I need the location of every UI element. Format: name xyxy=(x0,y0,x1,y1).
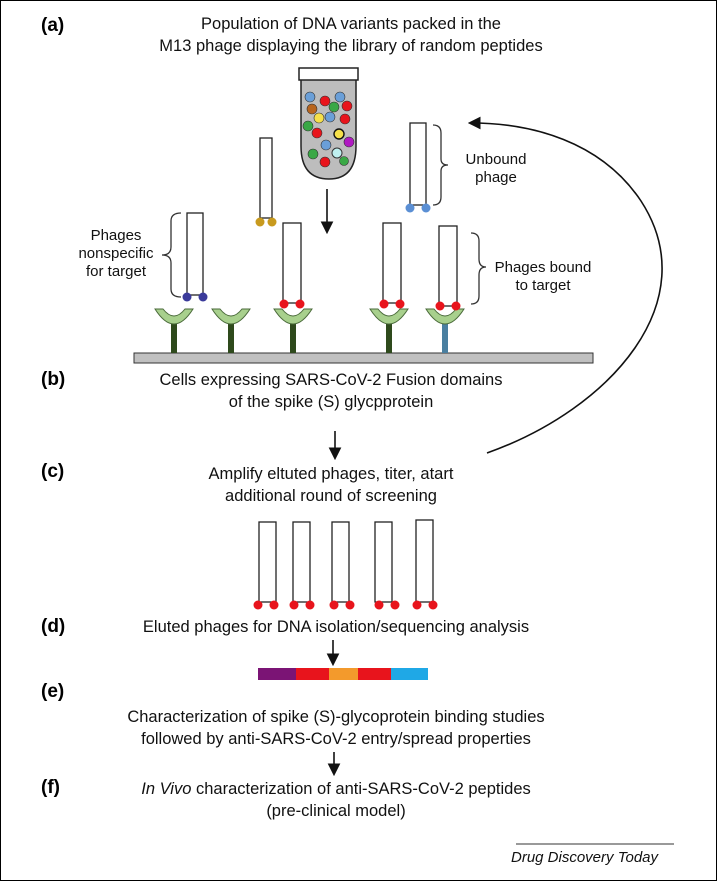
bound-label: Phages bound to target xyxy=(483,259,603,295)
step-a-text: Population of DNA variants packed in the… xyxy=(121,13,581,57)
eluted-phage xyxy=(289,521,315,610)
sequence-segment xyxy=(358,668,391,680)
step-f-rest: characterization of anti-SARS-CoV-2 pept… xyxy=(191,780,531,798)
bound-bracket xyxy=(470,232,487,305)
bound-phage xyxy=(435,225,461,311)
receptor xyxy=(369,308,409,353)
step-label-e: (e) xyxy=(41,681,65,702)
eluted-phage xyxy=(329,521,355,610)
sequence-segment xyxy=(329,668,358,680)
step-f-line2: (pre-clinical model) xyxy=(266,802,406,820)
step-f-text: In Vivo characterization of anti-SARS-Co… xyxy=(96,778,576,822)
sequence-segment xyxy=(296,668,329,680)
step-e-line1: Characterization of spike (S)-glycoprote… xyxy=(127,708,545,726)
step-label-a: (a) xyxy=(41,15,65,36)
nonspecific-line3: for target xyxy=(85,263,147,280)
step-e-line2: followed by anti-SARS-CoV-2 entry/spread… xyxy=(141,730,531,748)
bound-phage xyxy=(279,222,305,309)
dna-sequence-bar xyxy=(258,668,428,680)
nonspecific-bracket xyxy=(161,212,182,298)
step-b-line2: of the spike (S) glycpprotein xyxy=(228,393,434,411)
eluted-phage xyxy=(374,521,400,610)
unbound-bracket xyxy=(432,124,449,206)
free-phage-gold xyxy=(255,137,277,227)
receptor xyxy=(154,308,194,353)
step-f-line1: In Vivo characterization of anti-SARS-Co… xyxy=(96,778,576,800)
step-d-text: Eluted phages for DNA isolation/sequenci… xyxy=(96,616,576,638)
step-label-f: (f) xyxy=(41,777,60,798)
phage-library-tube xyxy=(298,67,359,180)
bound-line2: to target xyxy=(515,277,571,294)
step-a-line2: M13 phage displaying the library of rand… xyxy=(159,37,543,55)
cell-surface-substrate xyxy=(133,352,594,364)
receptor xyxy=(425,308,465,353)
step-label-d: (d) xyxy=(41,616,66,637)
nonspecific-line1: Phages xyxy=(90,227,142,244)
unbound-line1: Unbound xyxy=(465,151,527,168)
eluted-phage xyxy=(253,521,279,610)
sequence-segment xyxy=(391,668,428,680)
step-e-text: Characterization of spike (S)-glycoprote… xyxy=(71,706,601,750)
nonspecific-label: Phages nonspecific for target xyxy=(67,227,165,281)
step-a-line1: Population of DNA variants packed in the xyxy=(201,15,501,33)
eluted-phage xyxy=(412,519,438,610)
nonspecific-line2: nonspecific xyxy=(78,245,154,262)
unbound-line2: phage xyxy=(475,169,517,186)
step-c-line1: Amplify eltuted phages, titer, atart xyxy=(208,465,454,483)
recycle-arrow xyxy=(467,116,663,454)
receptor xyxy=(273,308,313,353)
receptor xyxy=(211,308,251,353)
tube-beads xyxy=(302,91,355,168)
journal-credit: Drug Discovery Today xyxy=(511,849,659,866)
step-b-line1: Cells expressing SARS-CoV-2 Fusion domai… xyxy=(159,371,503,389)
step-c-line2: additional round of screening xyxy=(225,487,437,505)
step-label-b: (b) xyxy=(41,369,66,390)
bound-phage xyxy=(379,222,405,309)
sequence-segment xyxy=(258,668,296,680)
unbound-phage xyxy=(405,122,431,213)
step-label-c: (c) xyxy=(41,461,65,482)
step-f-italic: In Vivo xyxy=(141,780,192,798)
bound-line1: Phages bound xyxy=(494,259,592,276)
step-b-text: Cells expressing SARS-CoV-2 Fusion domai… xyxy=(111,369,551,413)
step-c-text: Amplify eltuted phages, titer, atart add… xyxy=(131,463,531,507)
nonspecific-phage xyxy=(182,212,208,302)
step-d-line1: Eluted phages for DNA isolation/sequenci… xyxy=(142,618,530,636)
unbound-label: Unbound phage xyxy=(451,151,541,187)
